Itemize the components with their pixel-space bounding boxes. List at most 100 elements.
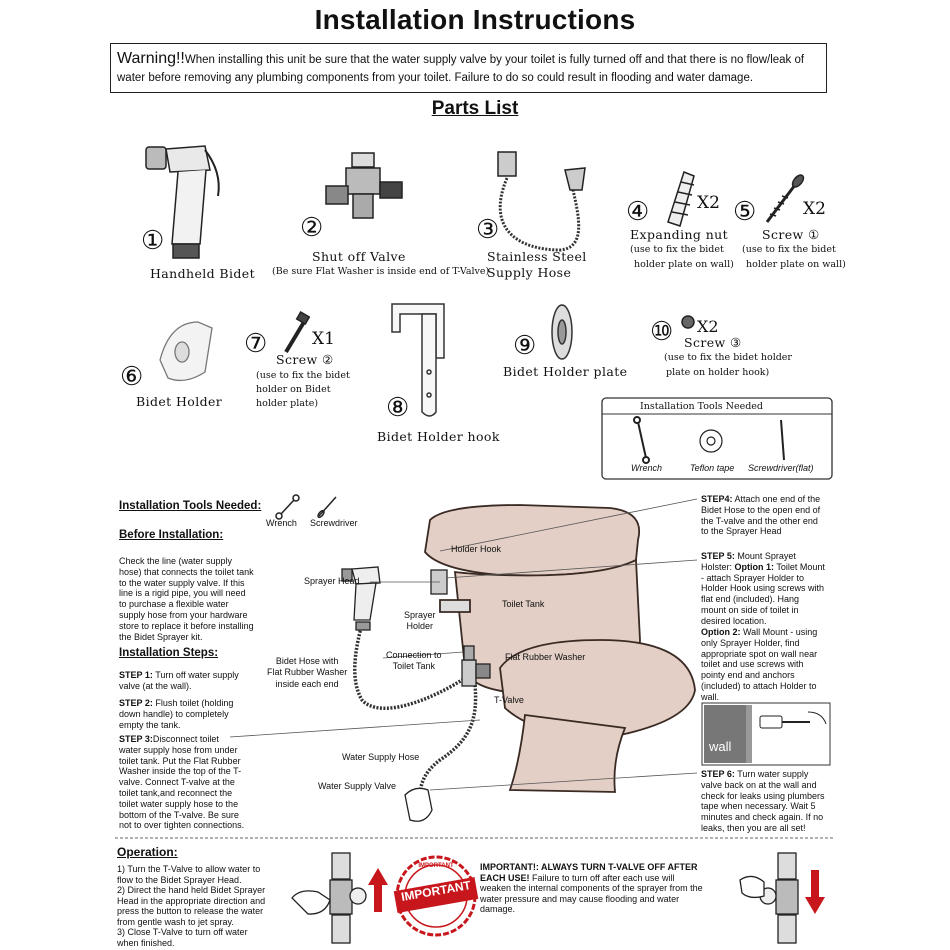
toilet-illustration <box>424 504 696 793</box>
label-t-valve: T-Valve <box>494 695 524 705</box>
label-water-hose: Water Supply Hose <box>342 752 420 762</box>
part-8-number: ⑧ <box>386 393 410 423</box>
part-7-note-3: holder plate) <box>256 398 319 409</box>
stainless-hose-illustration <box>498 177 581 252</box>
warning-box: Warning!!When installing this unit be su… <box>110 43 827 93</box>
part-3-number: ③ <box>476 215 500 245</box>
part-5-note-2: holder plate on wall) <box>746 259 846 270</box>
tools-box-tape: Teflon tape <box>690 463 735 473</box>
leader-lines <box>229 498 698 791</box>
sprayer-head-icon <box>341 566 448 621</box>
tools-box-wrench: Wrench <box>631 463 663 473</box>
part-7-note-2: holder on Bidet <box>256 384 331 395</box>
part-10-label: Screw ③ <box>684 335 742 350</box>
holder-hook-illustration <box>391 303 445 417</box>
label-connection: Connection to Toilet Tank <box>386 650 442 672</box>
part-2-label: Shut off Valve <box>312 249 406 264</box>
part-5-label: Screw ① <box>762 227 820 242</box>
label-sprayer-holder: Sprayer Holder <box>404 610 436 632</box>
expanding-nut-illustration <box>667 171 695 227</box>
stamp-ring-text: IMPORTANT <box>418 863 454 869</box>
step-3: STEP 3:Disconnect toilet water supply ho… <box>119 734 245 831</box>
label-flat-washer: Flat Rubber Washer <box>505 652 586 662</box>
tools-left-screwdriver: Screwdriver <box>310 518 358 528</box>
bidet-holder-illustration <box>159 321 213 382</box>
valve-on-illustration <box>291 852 367 944</box>
tools-box-frame <box>601 397 833 480</box>
part-3-label-2: Supply Hose <box>487 265 572 280</box>
important-note: IMPORTANT!: ALWAYS TURN T-VALVE OFF AFTE… <box>480 862 703 915</box>
part-4-note-2: holder plate on wall) <box>634 259 734 270</box>
part-1-label: Handheld Bidet <box>150 266 256 281</box>
warning-text: When installing this unit be sure that t… <box>117 54 805 85</box>
label-water-valve: Water Supply Valve <box>318 781 397 791</box>
tools-needed-heading: Installation Tools Needed: <box>119 500 262 512</box>
step-2: STEP 2: Flush toilet (holding down handl… <box>119 698 234 730</box>
part-3-label: Stainless Steel <box>487 249 587 264</box>
part-2-note: (Be sure Flat Washer is inside end of T-… <box>272 266 490 277</box>
operation-heading: Operation: <box>117 845 178 859</box>
shutoff-valve-illustration <box>325 152 403 219</box>
part-10-qty: X2 <box>697 317 719 336</box>
step-4: STEP4: Attach one end of the Bidet Hose … <box>701 494 821 537</box>
part-5-qty: X2 <box>803 199 826 219</box>
part-4-number: ④ <box>626 197 650 227</box>
screw-1-illustration <box>765 174 805 223</box>
wall-label: wall <box>709 739 732 754</box>
valve-off-illustration <box>739 852 799 944</box>
part-4-qty: X2 <box>697 193 720 213</box>
screwdriver-small-icon <box>317 496 337 519</box>
part-4-label: Expanding nut <box>630 227 729 242</box>
tools-box-screwdriver: Screwdriver(flat) <box>748 463 814 473</box>
part-10-number: ⑩ <box>650 317 674 347</box>
part-7-label: Screw ② <box>276 352 334 367</box>
part-10-note-1: (use to fix the bidet holder <box>664 352 792 363</box>
screw-3-illustration <box>681 315 695 329</box>
holder-plate-illustration <box>551 304 573 360</box>
wrench-small-icon <box>275 494 300 520</box>
part-9-label: Bidet Holder plate <box>503 364 628 379</box>
step-6: STEP 6: Turn water supply valve back on … <box>701 769 825 833</box>
important-stamp <box>393 855 479 937</box>
installation-steps-heading: Installation Steps: <box>119 647 219 659</box>
screwdriver-icon <box>780 419 785 461</box>
page-title: Installation Instructions <box>314 4 636 35</box>
part-1-number: ① <box>141 226 165 256</box>
screw-2-illustration <box>284 311 311 354</box>
arrow-up-icon <box>368 868 388 912</box>
part-6-label: Bidet Holder <box>136 394 223 409</box>
step-5: STEP 5: Mount Sprayet Holster: Option 1:… <box>701 551 825 626</box>
step-1: STEP 1: Turn off water supply valve (at … <box>119 670 239 691</box>
label-sprayer-head: Sprayer Head <box>304 576 360 586</box>
part-2-number: ② <box>300 213 324 243</box>
label-bidet-hose: Bidet Hose with Flat Rubber Washer insid… <box>267 656 348 689</box>
label-toilet-tank: Toilet Tank <box>502 599 545 609</box>
part-6-number: ⑥ <box>120 362 144 392</box>
tools-left-wrench: Wrench <box>266 518 297 528</box>
warning-lead: Warning!! <box>117 50 185 67</box>
handheld-bidet-illustration <box>145 145 220 259</box>
tools-box-title: Installation Tools Needed <box>640 401 763 412</box>
part-10-note-2: plate on holder hook) <box>666 367 770 378</box>
part-5-number: ⑤ <box>733 197 757 227</box>
part-7-qty: X1 <box>312 329 335 349</box>
parts-list-title: Parts List <box>431 98 519 119</box>
part-7-number: ⑦ <box>244 329 268 359</box>
operation-text: 1) Turn the T-Valve to allow water to fl… <box>117 864 266 948</box>
part-9-number: ⑨ <box>513 331 537 361</box>
wall-mount-inset <box>701 702 831 766</box>
part-4-note-1: (use to fix the bidet <box>630 244 724 255</box>
before-installation-text: Check the line (water supply hose) that … <box>119 556 254 642</box>
arrow-down-icon <box>805 870 825 914</box>
part-5-note-1: (use to fix the bidet <box>742 244 836 255</box>
option-2: Option 2: Wall Mount - using only Spraye… <box>701 627 818 702</box>
teflon-tape-icon <box>699 429 723 453</box>
part-7-note-1: (use to fix the bidet <box>256 370 350 381</box>
label-holder-hook: Holder Hook <box>451 544 502 554</box>
wrench-icon <box>633 416 650 464</box>
hand-icon <box>404 787 433 822</box>
before-installation-heading: Before Installation: <box>119 529 224 541</box>
part-8-label: Bidet Holder hook <box>377 429 500 444</box>
t-valve-icon <box>355 621 491 687</box>
